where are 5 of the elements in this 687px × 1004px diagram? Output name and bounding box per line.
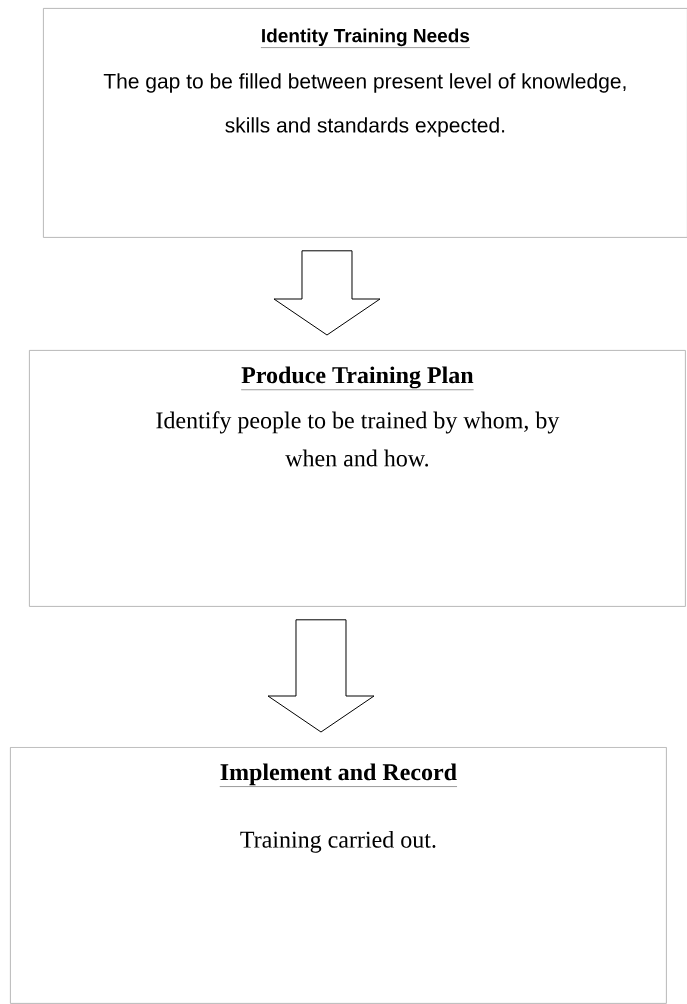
process-box: Identity Training Needs The gap to be filled between present level of knowledge, skills and standards expected. <box>43 8 687 238</box>
process-box: Implement and Record Training carried out. <box>10 747 667 1004</box>
block-arrow <box>273 250 381 336</box>
block-arrow <box>267 619 375 733</box>
process-box: Produce Training Plan Identify people to be trained by whom, by when and how. <box>29 350 686 607</box>
